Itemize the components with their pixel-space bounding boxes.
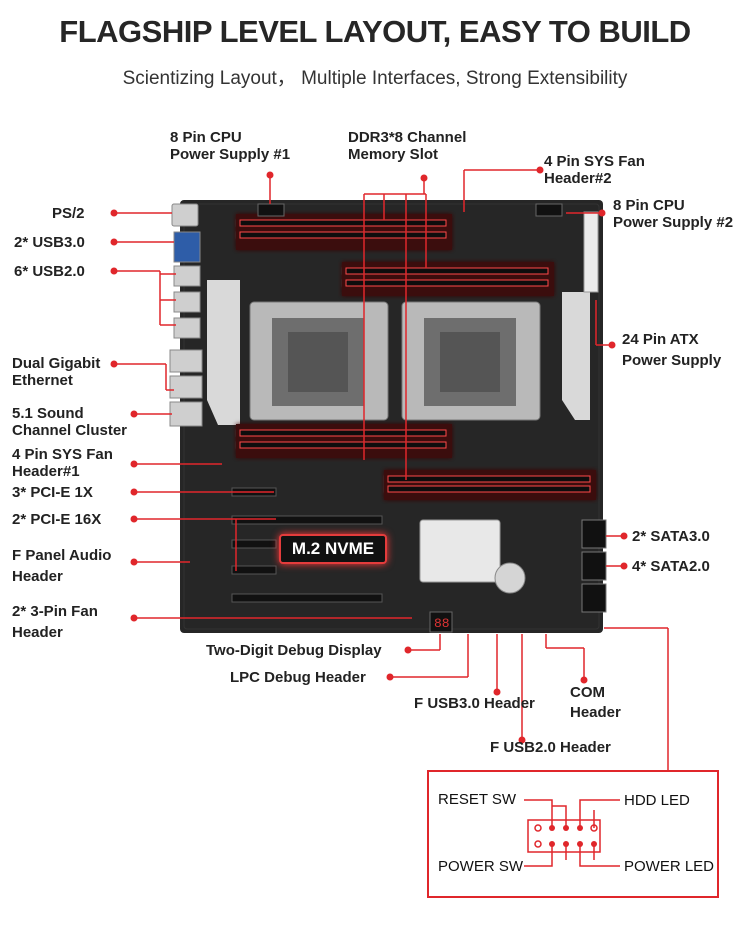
label-pcie-16x: 2* PCI-E 16X [12,511,102,528]
audio-jacks [169,401,203,427]
page-title: FLAGSHIP LEVEL LAYOUT, EASY TO BUILD [59,14,691,49]
label-usb2: 6* USB2.0 [14,263,85,280]
label-hdd-led: HDD LED [624,792,690,809]
usb2-port-3 [173,317,201,339]
debug-display [429,611,453,633]
label-pcie-1x: 3* PCI-E 1X [12,484,93,501]
cmos-battery [494,562,526,594]
cpu-socket-1 [249,301,389,421]
page-subtitle: Scientizing Layout， Multiple Interfaces,… [122,68,628,89]
front-panel-pins [534,824,598,848]
vrm-heatsinks [207,280,590,425]
label-debug-display: Two-Digit Debug Display [206,642,382,659]
label-power-led: POWER LED [624,858,715,875]
usb2-port-1 [173,265,201,287]
cpu-socket-2 [401,301,541,421]
atx-24pin-connector [583,211,599,293]
sata-ports [581,519,607,613]
label-lpc-debug: LPC Debug Header [230,669,366,686]
svg-text:88: 88 [434,616,450,631]
cpu-power-1-connector [257,203,285,217]
label-power-sw: POWER SW [438,858,523,875]
usb2-port-2 [173,291,201,313]
front-panel-header [527,819,601,853]
front-panel-box [427,770,719,898]
label-ps2: PS/2 [52,205,85,222]
ethernet-port-1 [169,349,203,373]
chipset-heatsink [419,519,501,583]
label-sata3: 2* SATA3.0 [632,528,710,545]
cpu-power-2-connector [535,203,563,217]
label-usb3: 2* USB3.0 [14,234,85,251]
front-panel-lines [524,799,620,867]
callout-dots [110,166,628,744]
label-f-usb2: F USB2.0 Header [490,739,611,756]
label-reset-sw: RESET SW [438,791,517,808]
ethernet-port-2 [169,375,203,399]
m2-nvme-slot-label: M.2 NVME [279,534,387,564]
rear-io [169,203,203,427]
label-sata2: 4* SATA2.0 [632,558,710,575]
label-f-usb3: F USB3.0 Header [414,695,535,712]
ps2-port [171,203,199,227]
usb3-port [173,231,201,263]
memory-slots [236,214,596,500]
